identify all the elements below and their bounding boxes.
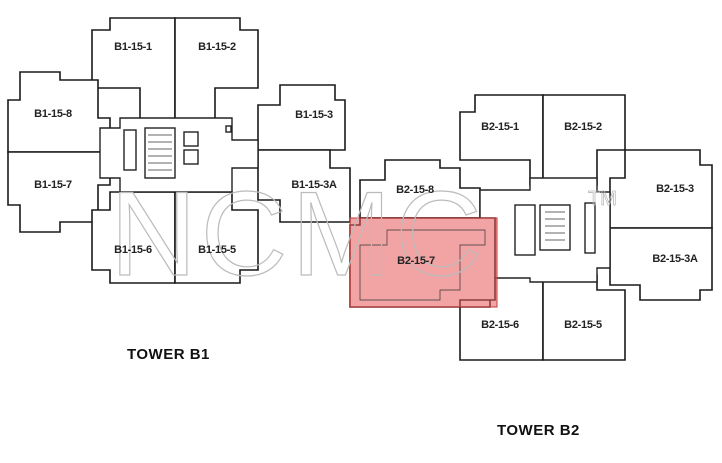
unit-label: B2-15-7 <box>397 255 435 267</box>
unit-label: B1-15-7 <box>34 179 72 191</box>
unit-label: B2-15-8 <box>396 184 434 196</box>
unit-b2-15-2[interactable] <box>542 94 626 186</box>
unit-b1-15-5[interactable] <box>174 191 259 284</box>
unit-label: B1-15-6 <box>114 244 152 256</box>
unit-label: B2-15-3A <box>652 253 698 265</box>
core-b1 <box>99 117 259 193</box>
unit-b1-15-1[interactable] <box>91 17 176 121</box>
unit-label: B1-15-2 <box>198 41 236 53</box>
unit-label: B1-15-3A <box>291 179 337 191</box>
unit-label: B2-15-3 <box>656 183 694 195</box>
watermark: NCMC TM <box>109 166 617 301</box>
unit-label: B2-15-2 <box>564 121 602 133</box>
tower-b2-title: TOWER B2 <box>497 422 580 439</box>
unit-label: B1-15-3 <box>295 109 333 121</box>
tower-b1-title: TOWER B1 <box>127 346 210 363</box>
unit-label: B1-15-8 <box>34 108 72 120</box>
unit-label: B2-15-5 <box>564 319 602 331</box>
unit-label: B2-15-6 <box>481 319 519 331</box>
unit-labels: B1-15-1 B1-15-2 B1-15-8 B1-15-7 B1-15-3 … <box>34 41 698 331</box>
unit-b2-15-8[interactable] <box>359 159 481 219</box>
unit-b1-15-8[interactable] <box>7 71 111 153</box>
unit-b2-15-3A[interactable] <box>609 227 713 301</box>
unit-b1-15-2[interactable] <box>174 17 259 121</box>
tower-b1-plan <box>7 17 351 284</box>
unit-label: B1-15-1 <box>114 41 152 53</box>
unit-b2-15-7-highlight <box>349 217 498 308</box>
unit-b2-15-5[interactable] <box>542 274 626 361</box>
tower-b2-plan <box>349 94 713 361</box>
unit-label: B1-15-5 <box>198 244 236 256</box>
watermark-text: NCMC <box>110 167 486 301</box>
watermark-tm: TM <box>588 188 617 210</box>
unit-b1-15-3[interactable] <box>257 84 346 151</box>
unit-label: B2-15-1 <box>481 121 519 133</box>
